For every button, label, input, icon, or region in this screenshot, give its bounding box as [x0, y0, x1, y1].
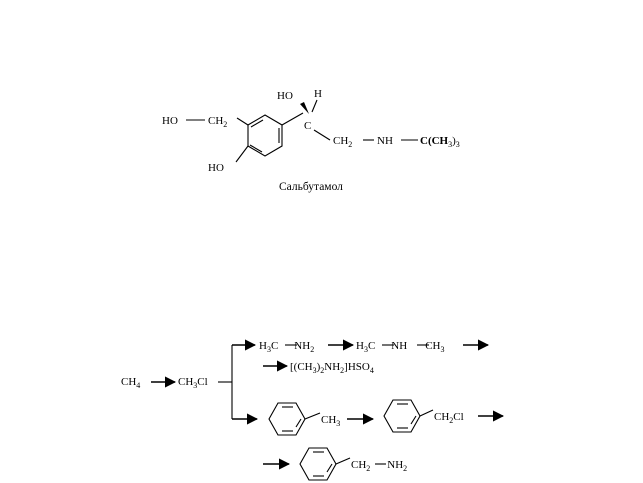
- label-salt: [(CH3)2NH2]HSO4: [290, 361, 374, 375]
- salbutamol-structure: HO H C HO CH2 HO CH2 NH C(CH3)3 Сальбута…: [162, 88, 460, 193]
- benzylamine-ring: [299, 447, 337, 481]
- ring-inner-bond: [250, 119, 264, 128]
- benzyl-chloride-ring: [383, 399, 421, 433]
- bond-c-h: [311, 99, 318, 113]
- label-c-center: C: [304, 120, 311, 132]
- label-ho-left: HO: [162, 115, 178, 127]
- label-tbutyl: C(CH3)3: [420, 135, 460, 149]
- label-ch2-chain: CH2: [333, 135, 352, 149]
- label-h-top: H: [314, 88, 322, 100]
- stereo-wedge: [300, 102, 309, 114]
- label-methane: CH4: [121, 376, 140, 390]
- label-ho-top: HO: [277, 90, 293, 102]
- bond-ring-ho: [235, 145, 249, 163]
- ring-inner-bond: [249, 144, 263, 153]
- bond-benzyl-ch2: [419, 409, 434, 417]
- label-nh: NH: [377, 135, 393, 147]
- salbutamol-benzene-ring: [247, 114, 283, 157]
- bond-benzylamine-ch2: [335, 457, 351, 465]
- bond-c-ch2: [313, 129, 331, 141]
- label-benzyl-ch2cl: CH2Cl: [434, 411, 464, 425]
- toluene-ring: [268, 402, 306, 436]
- label-toluene-ch3: CH3: [321, 414, 340, 428]
- caption-salbutamol: Сальбутамол: [279, 181, 343, 193]
- bond-ring-ch2: [236, 117, 249, 126]
- bond-toluene-ch3: [304, 412, 321, 420]
- label-chloromethane: CH3Cl: [178, 376, 208, 390]
- bond-ring-c: [281, 112, 304, 126]
- label-ho-bottom: HO: [208, 162, 224, 174]
- label-ch2-left: CH2: [208, 115, 227, 129]
